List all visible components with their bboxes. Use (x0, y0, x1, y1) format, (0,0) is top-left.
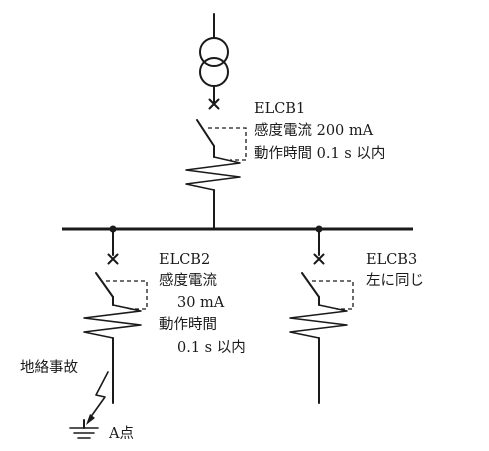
point-a-label: A点 (108, 425, 134, 442)
elcb1-operate-time: 動作時間 0.1 s 以内 (254, 145, 385, 162)
ground-fault-bolt (86, 371, 109, 425)
elcb3-breaker (289, 228, 354, 404)
elcb2-sensitivity-value: 30 mA (177, 295, 225, 311)
transformer (199, 13, 229, 104)
elcb2-sensitivity-label: 感度電流 (159, 272, 217, 289)
elcb2-name: ELCB2 (159, 252, 210, 268)
elcb2-operate-time-label: 動作時間 (159, 316, 217, 333)
elcb3-note: 左に同じ (366, 272, 424, 289)
earth-ground-symbol (69, 419, 99, 439)
elcb2-operate-time-value: 0.1 s 以内 (177, 339, 246, 356)
elcb1-name: ELCB1 (254, 101, 305, 117)
elcb1-sensitivity: 感度電流 200 mA (254, 122, 374, 139)
elcb2-breaker (83, 228, 148, 404)
elcb1-breaker (185, 98, 247, 230)
elcb3-name: ELCB3 (366, 252, 417, 268)
ground-fault-label: 地絡事故 (20, 359, 78, 376)
